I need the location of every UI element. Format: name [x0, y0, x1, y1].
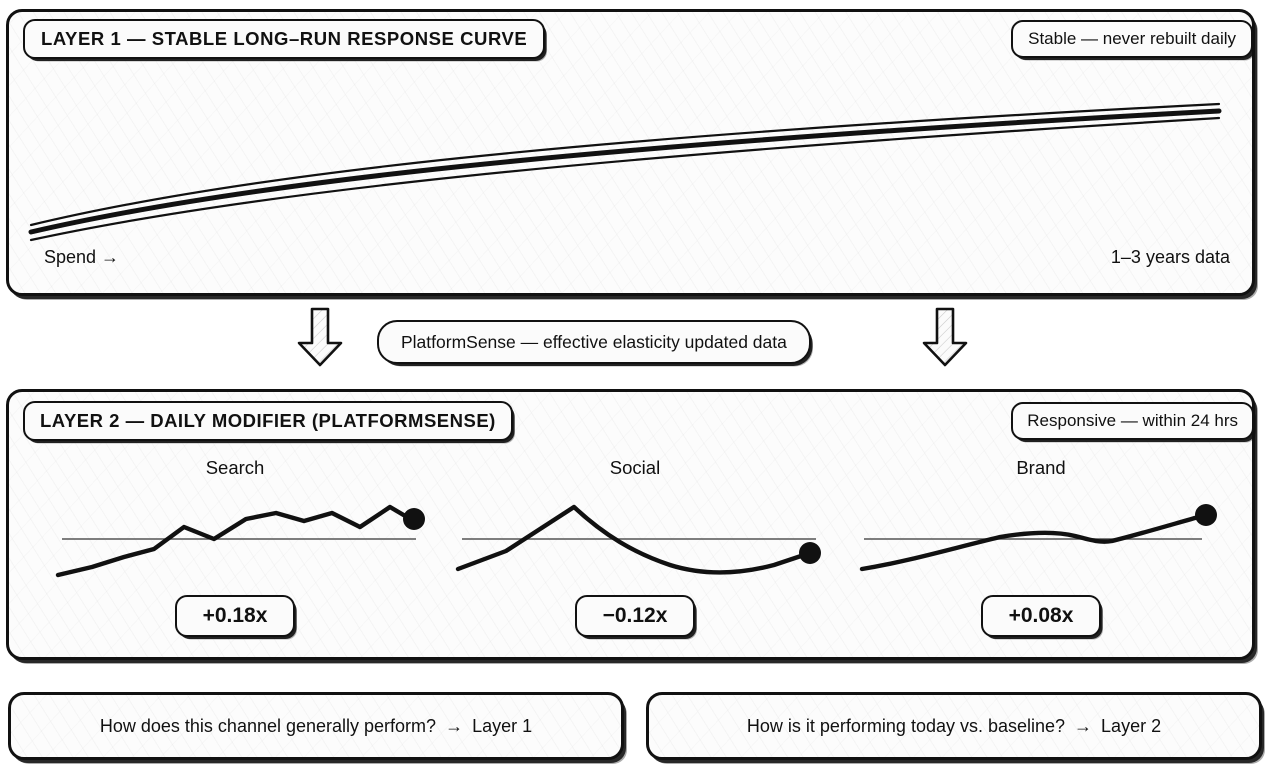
channel-social-label: Social — [609, 457, 661, 478]
layer1-data-window-label: 1–3 years data — [1110, 247, 1230, 267]
layer2-title-pill: LAYER 2 — DAILY MODIFIER (PLATFORMSENSE) — [23, 401, 513, 441]
channel-brand: Brand +0.08x — [850, 455, 1232, 645]
question-box-layer2: How is it performing today vs. baseline?… — [646, 692, 1262, 760]
layer1-title-text: LAYER 1 — STABLE LONG–RUN RESPONSE CURVE — [41, 28, 528, 49]
channel-social-line — [455, 504, 813, 575]
question-answer-layer1: Layer 1 — [472, 715, 533, 736]
layer2-title-text: LAYER 2 — DAILY MODIFIER (PLATFORMSENSE) — [40, 410, 496, 431]
channel-brand-end-marker — [1195, 504, 1217, 526]
channel-search-sparkline — [55, 504, 425, 578]
channel-social: Social −0.12x — [444, 455, 826, 645]
layer1-title-pill: LAYER 1 — STABLE LONG–RUN RESPONSE CURVE — [23, 19, 546, 59]
channel-search-label: Search — [205, 457, 265, 478]
response-curve-center — [28, 108, 1222, 235]
arrow-right-icon: → — [445, 715, 464, 736]
question-box-layer1: How does this channel generally perform?… — [8, 692, 624, 760]
channel-search-end-marker — [403, 508, 425, 530]
channel-brand-sparkline — [859, 504, 1217, 572]
platformsense-connector-text: PlatformSense — effective elasticity upd… — [401, 331, 787, 352]
layer1-response-curve-chart — [28, 102, 1222, 242]
layer2-status-badge: Responsive — within 24 hrs — [1011, 402, 1254, 440]
response-curve-lower-band — [29, 116, 1221, 242]
channel-search-modifier-text: +0.18x — [202, 604, 268, 627]
channel-social-modifier-badge: −0.12x — [575, 595, 695, 637]
channel-search-modifier-badge: +0.18x — [175, 595, 295, 637]
layer1-x-axis-label: Spend → — [44, 247, 120, 267]
channel-social-sparkline — [455, 504, 821, 575]
arrow-right-icon: → — [1074, 715, 1093, 736]
layer1-panel: Spend → 1–3 years data — [6, 9, 1255, 296]
layer1-status-badge: Stable — never rebuilt daily — [1011, 20, 1253, 58]
arrow-down-icon — [922, 307, 968, 367]
channel-brand-modifier-badge: +0.08x — [981, 595, 1101, 637]
channel-brand-line — [859, 513, 1205, 572]
channel-brand-modifier-text: +0.08x — [1008, 604, 1074, 627]
channel-brand-label: Brand — [1016, 457, 1066, 478]
arrow-down-icon — [297, 307, 343, 367]
channel-search-line — [55, 504, 415, 578]
layer2-status-badge-text: Responsive — within 24 hrs — [1027, 411, 1238, 430]
channel-search: Search +0.18x — [44, 455, 426, 645]
question-text-layer2: How is it performing today vs. baseline? — [746, 715, 1066, 736]
question-text-layer1: How does this channel generally perform? — [99, 715, 437, 736]
question-answer-layer2: Layer 2 — [1101, 715, 1162, 736]
channel-social-end-marker — [799, 542, 821, 564]
response-curve-upper-band — [29, 102, 1221, 227]
channel-social-modifier-text: −0.12x — [602, 604, 668, 627]
platformsense-connector-label: PlatformSense — effective elasticity upd… — [377, 320, 811, 364]
layer1-status-badge-text: Stable — never rebuilt daily — [1028, 29, 1236, 48]
